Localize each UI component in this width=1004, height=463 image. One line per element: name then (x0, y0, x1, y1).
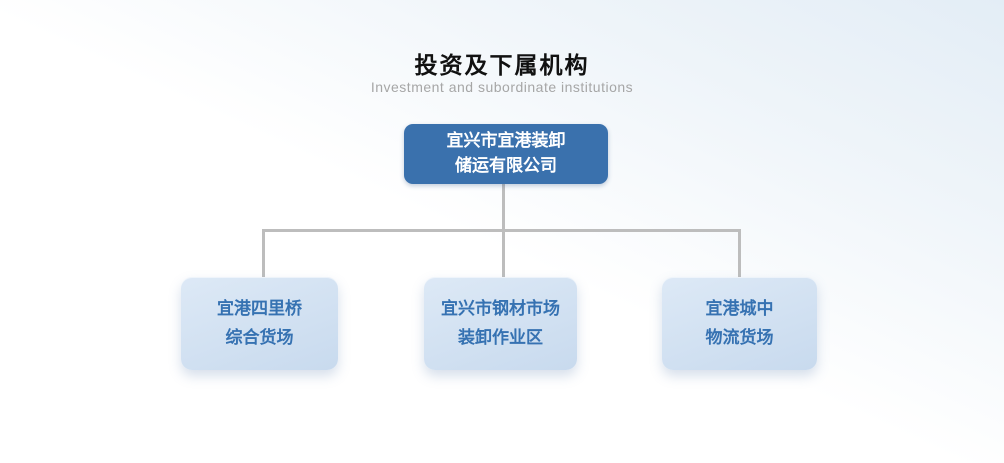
org-node-label-line2: 物流货场 (705, 327, 774, 347)
org-node-child-siliqiao-yard: 宜港四里桥 综合货场 (181, 277, 338, 370)
page-subtitle: Investment and subordinate institutions (370, 79, 634, 95)
connector-left-vertical (262, 229, 265, 278)
org-node-label-line1: 宜港城中 (705, 298, 774, 318)
org-node-label-line1: 宜兴市钢材市场 (441, 298, 560, 318)
page-title: 投资及下属机构 (414, 52, 590, 78)
connector-horizontal-rail (262, 229, 741, 232)
org-node-root-label-line2: 储运有限公司 (455, 156, 557, 175)
org-node-label-line2: 装卸作业区 (458, 327, 543, 347)
org-node-label-line2: 综合货场 (225, 327, 294, 347)
connector-right-vertical (738, 229, 741, 278)
org-node-root-label-line1: 宜兴市宜港装卸 (446, 131, 566, 151)
org-node-root: 宜兴市宜港装卸 储运有限公司 (404, 124, 608, 184)
org-node-child-chengzhong-logistics-yard: 宜港城中 物流货场 (662, 277, 817, 370)
org-node-child-steel-market-area: 宜兴市钢材市场 装卸作业区 (424, 277, 577, 370)
org-node-label-line1: 宜港四里桥 (217, 298, 302, 318)
